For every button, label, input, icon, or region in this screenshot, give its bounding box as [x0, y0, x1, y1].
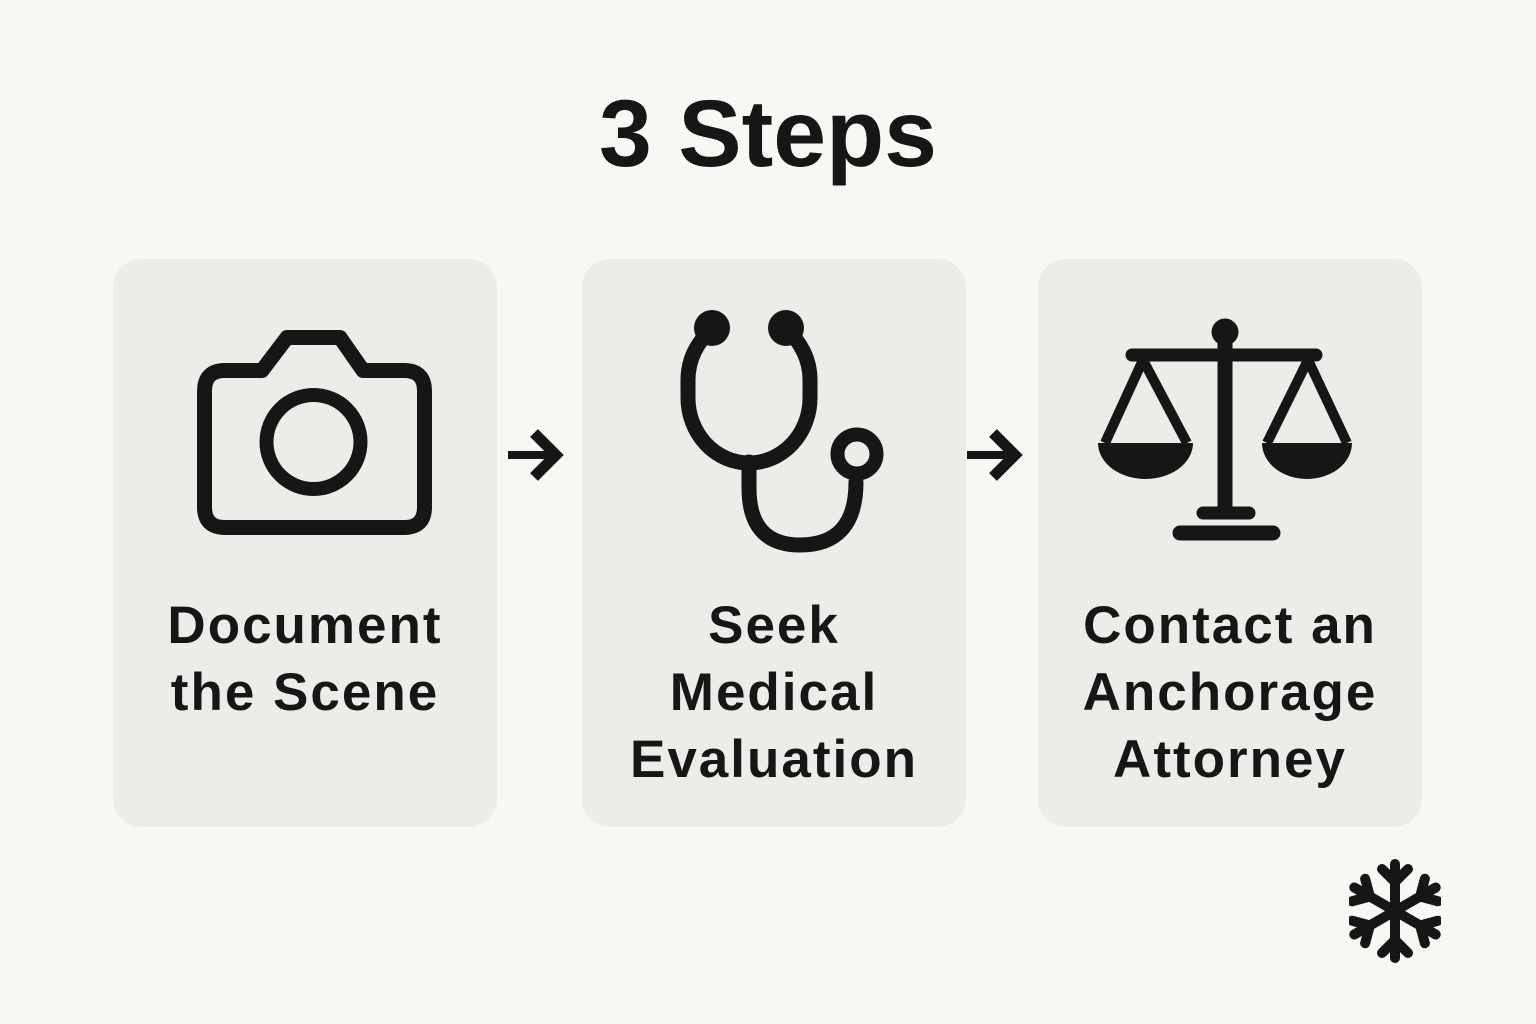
step-label-line: Anchorage — [1082, 663, 1378, 722]
step-label-line: Attorney — [1113, 730, 1347, 789]
step-label-line: Evaluation — [629, 730, 918, 789]
step-card-medical-evaluation: Seek Medical Evaluation — [582, 259, 966, 827]
arrow-right-icon — [508, 429, 564, 481]
step-card-document-scene: Document the Scene — [113, 259, 497, 827]
scales-of-justice-icon — [1098, 318, 1352, 541]
step-label-line: Seek — [708, 596, 840, 655]
step-label-line: Medical — [669, 663, 879, 722]
snowflake-icon — [1349, 859, 1441, 963]
step-card-contact-attorney: Contact an Anchorage Attorney — [1038, 259, 1422, 827]
camera-icon — [197, 330, 432, 535]
step-label-line: Contact an — [1083, 596, 1377, 655]
step-label: Document the Scene — [113, 592, 497, 726]
stethoscope-icon — [680, 310, 884, 553]
step-label: Seek Medical Evaluation — [582, 592, 966, 793]
arrow-right-icon — [967, 429, 1023, 481]
page-title: 3 Steps — [599, 81, 937, 187]
step-label-line: Document — [167, 596, 443, 655]
step-label-line: the Scene — [170, 663, 440, 722]
step-label: Contact an Anchorage Attorney — [1038, 592, 1422, 793]
